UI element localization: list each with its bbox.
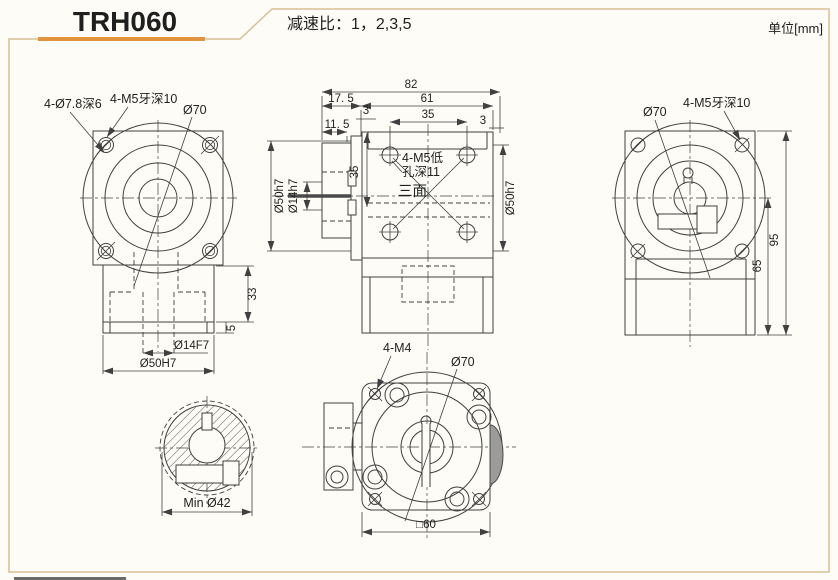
side-dim-50-left: Ø50h7 <box>274 179 286 214</box>
front-spigot-circle <box>104 144 212 252</box>
section-keyway <box>201 412 213 431</box>
section-dim-min42: Min Ø42 <box>183 496 230 510</box>
section-key-flat <box>175 464 224 484</box>
sheet-frame <box>8 8 830 580</box>
header: TRH060 减速比：1，2,3,5 单位[mm] <box>73 6 823 37</box>
bottom-output-boss <box>489 424 504 485</box>
front-tap-leader <box>106 106 129 138</box>
page-title: TRH060 <box>73 6 177 37</box>
section-max-circle <box>159 400 255 496</box>
bottom-dim-60: □60 <box>416 519 436 531</box>
side-faces-note: 三面 <box>398 184 427 200</box>
front-view: 33 5 Ø14F7 Ø50H7 4-Ø7.8深6 4-M5牙深10 Ø70 <box>44 92 259 375</box>
side-dim-14: Ø14h7 <box>288 179 300 214</box>
rear-tap-note: 4-M5牙深10 <box>683 96 750 110</box>
side-screws <box>379 144 478 243</box>
unit-label: 单位[mm] <box>768 21 823 36</box>
front-notes: 4-Ø7.8深6 4-M5牙深10 Ø70 <box>44 92 207 287</box>
ratio-label: 减速比：1，2,3,5 <box>287 15 412 33</box>
side-dim-50-right: Ø50h7 <box>505 181 517 216</box>
front-holes-note: 4-Ø7.8深6 <box>44 97 102 111</box>
rear-view: Ø70 4-M5牙深10 65 95 <box>612 96 792 347</box>
section-key-block <box>222 460 240 486</box>
bottom-m4-screws <box>367 386 487 507</box>
front-pilot-circle <box>82 122 234 274</box>
side-dim-11-5: 11. 5 <box>325 119 350 131</box>
rear-tap-leader <box>723 110 741 141</box>
front-pilot-leader <box>133 116 193 287</box>
rear-spigot-circle <box>636 144 744 252</box>
side-dim-35-side: 35 <box>349 166 361 179</box>
rear-pilot-label: Ø70 <box>643 105 667 119</box>
side-dim-35-top: 35 <box>422 109 435 121</box>
front-dim-33: 33 <box>247 288 259 301</box>
front-pilot-label: Ø70 <box>183 103 207 117</box>
bottom-notes: 4-M4 Ø70 <box>376 341 475 522</box>
rear-notes: Ø70 4-M5牙深10 <box>643 96 750 279</box>
side-tap-leader <box>391 160 403 173</box>
rear-hub-circle <box>652 160 728 236</box>
side-dim-82: 82 <box>405 79 418 91</box>
bottom-pilot-leader <box>404 368 458 522</box>
side-notes: 4-M5低 孔深11 三面 <box>391 151 443 200</box>
side-tap-note-1: 4-M5低 <box>402 151 443 165</box>
side-dim-3-left: 3 <box>363 105 369 117</box>
front-hub-circle <box>122 162 194 234</box>
front-tap-note: 4-M5牙深10 <box>110 92 177 106</box>
side-tap-note-2: 孔深11 <box>402 165 440 179</box>
bottom-view: 4-M4 Ø70 □60 <box>302 341 516 540</box>
frame-border <box>8 8 830 573</box>
front-dimensions: 33 5 Ø14F7 Ø50H7 <box>102 265 259 375</box>
bottom-pilot-label: Ø70 <box>451 355 475 369</box>
bottom-m4-note: 4-M4 <box>383 341 412 355</box>
bottom-m4-leader <box>376 355 392 390</box>
rear-bore-detail <box>657 167 718 234</box>
rear-dim-65: 65 <box>752 260 764 273</box>
front-dim-5: 5 <box>226 325 238 331</box>
front-holes-leader <box>69 111 105 153</box>
bottom-edge-fragment <box>14 577 126 580</box>
bottom-bore-detail <box>409 415 445 487</box>
section-dimensions: Min Ø42 <box>161 452 253 516</box>
section-view: Min Ø42 <box>155 396 260 516</box>
side-dim-17-5: 17. 5 <box>328 93 354 105</box>
side-input-hub <box>288 135 363 261</box>
front-dim-spigot: Ø50H7 <box>140 358 176 370</box>
side-dim-61: 61 <box>421 93 434 105</box>
front-dim-bore: Ø14F7 <box>174 340 209 352</box>
bottom-spigot-circle <box>371 391 483 503</box>
rear-dimensions: 65 95 <box>752 130 792 336</box>
bottom-input-hub <box>323 402 362 491</box>
side-view: 82 17. 5 61 3 35 3 11. 5 Ø50h7 Ø1 <box>267 79 517 350</box>
bottom-dimensions: □60 <box>361 512 491 537</box>
rear-body-outline <box>624 130 756 336</box>
front-lower-body <box>102 252 215 356</box>
side-dimensions: 82 17. 5 61 3 35 3 11. 5 Ø50h7 Ø1 <box>267 79 517 252</box>
rear-dim-95: 95 <box>769 234 781 247</box>
section-bore <box>188 426 226 464</box>
bottom-socket-screws <box>362 382 492 512</box>
rear-pilot-leader <box>654 119 711 279</box>
rear-corner-holes <box>630 137 750 259</box>
side-dim-3-right: 3 <box>480 115 486 127</box>
